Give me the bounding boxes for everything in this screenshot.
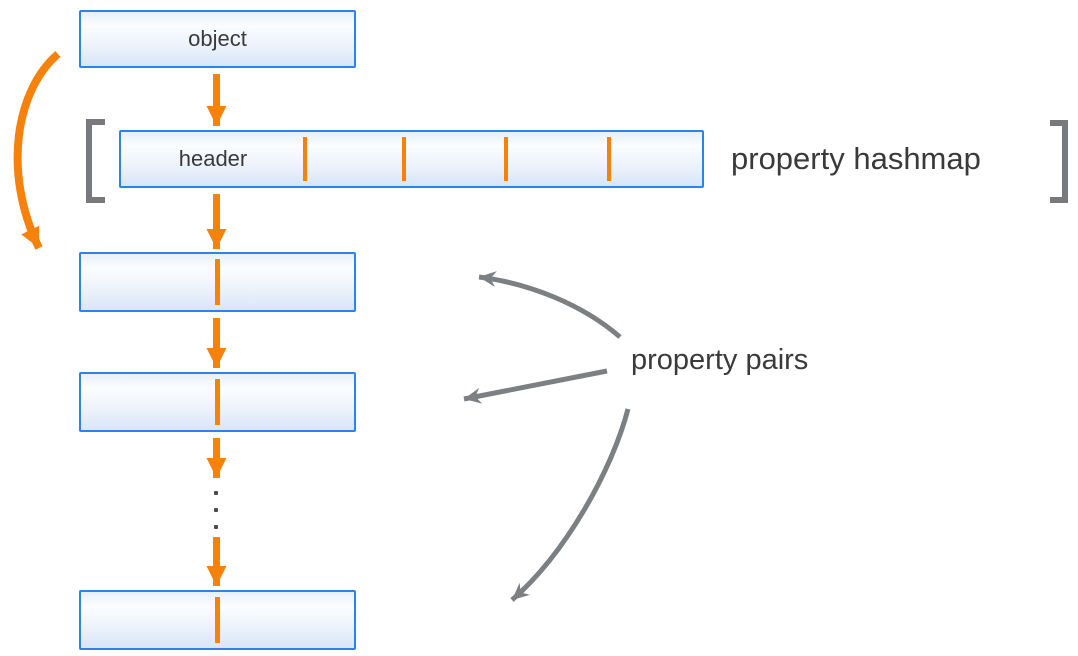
arrow-pairs-callout-top: [478, 271, 622, 339]
hashmap-tick-2: [402, 137, 406, 181]
pair-box-1: [79, 252, 356, 312]
object-label: object: [188, 26, 247, 51]
arrow-object-to-pairs-curved: [13, 50, 61, 250]
pair-box-3: [79, 590, 356, 650]
hashmap-tick-1: [303, 137, 307, 181]
ellipsis-dot: [214, 525, 218, 529]
hashmap-tick-4: [607, 137, 611, 181]
hashmap-box: header: [119, 130, 704, 188]
header-label: header: [178, 146, 248, 171]
arrow-pairs-callout-middle: [463, 368, 608, 404]
pair-divider: [215, 379, 220, 425]
ellipsis-dots: [214, 491, 218, 529]
hashmap-caption: property hashmap: [731, 141, 981, 176]
pair-divider: [215, 597, 220, 643]
hashmap-tick-3: [504, 137, 508, 181]
arrow-pairs-callout-bottom: [510, 408, 631, 602]
left-bracket: [86, 119, 105, 203]
ellipsis-dot: [214, 491, 218, 495]
pairs-caption: property pairs: [631, 344, 809, 376]
pair-divider: [215, 259, 220, 305]
pair-box-2: [79, 372, 356, 432]
object-box: object: [79, 10, 356, 68]
ellipsis-dot: [214, 508, 218, 512]
right-bracket: [1050, 120, 1068, 203]
